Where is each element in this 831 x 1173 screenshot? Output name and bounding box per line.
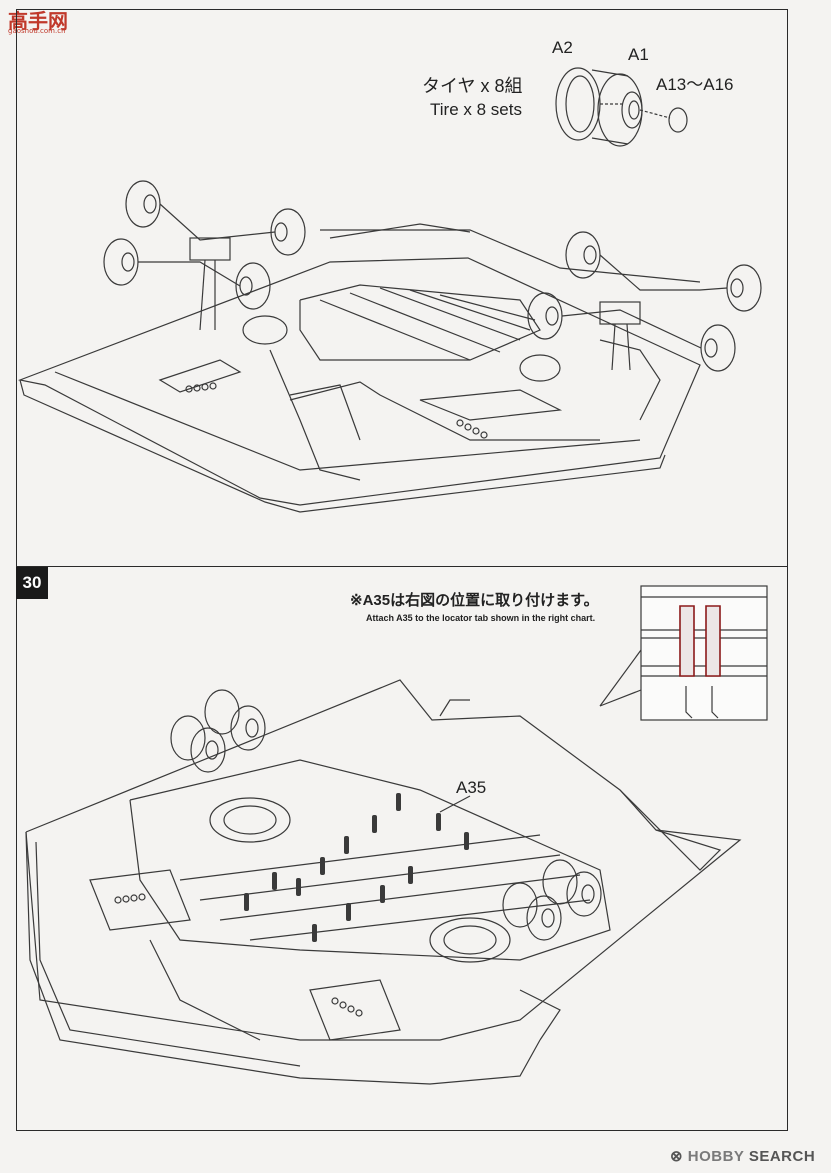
step-divider	[16, 566, 788, 567]
left-bogie	[103, 180, 306, 331]
tire-label-en: Tire x 8 sets	[430, 100, 522, 119]
note-en: Attach A35 to the locator tab shown in t…	[366, 613, 596, 623]
site-logo: 高手网	[6, 6, 68, 38]
part-label-a13-a16: A13～A16	[656, 75, 734, 94]
hub-a13	[668, 107, 688, 133]
brand-suffix: SEARCH	[748, 1148, 816, 1165]
tire-parts-exploded	[555, 67, 688, 147]
note-jp: ※A35は右図の位置に取り付けます。	[350, 592, 599, 609]
a35-tab-markers	[244, 793, 469, 942]
rear-wheel-set	[502, 859, 602, 941]
landing-gear-assembly-drawing	[17, 67, 762, 513]
front-wheel-set	[170, 689, 266, 773]
step-number-badge: 30	[16, 567, 48, 599]
footer-brand: ⊗ HOBBY SEARCH	[670, 1147, 815, 1165]
part-label-a35: A35	[456, 778, 487, 797]
brand-icon: ⊗	[670, 1148, 684, 1165]
tire-label-jp: タイヤ x 8組	[422, 76, 523, 96]
right-bogie	[527, 231, 762, 372]
bay-hull	[25, 679, 742, 1085]
logo-text: 高手网	[8, 9, 68, 33]
fuselage-hull	[17, 223, 701, 513]
locator-detail-inset	[599, 585, 768, 721]
part-label-a2: A2	[552, 38, 573, 57]
brand-name: HOBBY	[687, 1148, 745, 1165]
logo-url: gaoshou.com.cn	[8, 27, 66, 35]
part-label-a1: A1	[628, 45, 649, 64]
